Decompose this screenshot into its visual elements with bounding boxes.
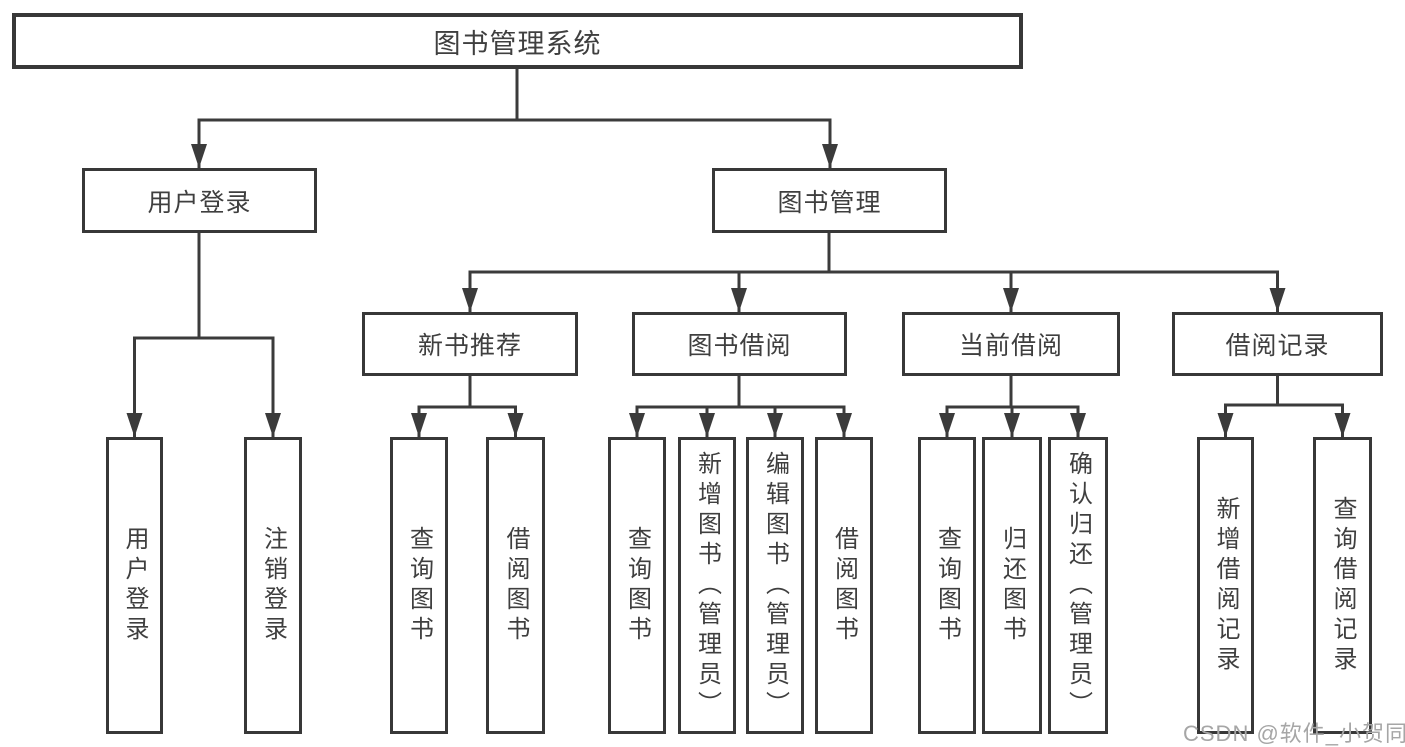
leaf-add-borrow-record: 新增借阅记录 [1197,437,1254,734]
leaf-query-books-borrowing: 查询图书 [608,437,666,734]
connector-records-to-leaves [1224,376,1344,437]
node-current-borrowing: 当前借阅 [902,312,1120,376]
leaf-query-books-current: 查询图书 [918,437,976,734]
leaf-query-borrow-record: 查询借阅记录 [1313,437,1372,734]
leaf-logout: 注销登录 [244,437,302,734]
leaf-return-books: 归还图书 [982,437,1042,734]
leaf-confirm-return-admin: 确认归还（管理员） [1048,437,1108,734]
node-user-login: 用户登录 [82,168,317,233]
node-book-borrowing: 图书借阅 [632,312,847,376]
leaf-add-book-admin: 新增图书（管理员） [678,437,736,734]
connector-userlogin-to-leaves [133,233,275,437]
node-book-management: 图书管理 [712,168,947,233]
leaf-borrow-books-recommend: 借阅图书 [486,437,545,734]
node-library-management-system: 图书管理系统 [12,13,1023,69]
connector-bookmgmt-to-level3 [468,233,1279,312]
node-new-book-recommendation: 新书推荐 [362,312,578,376]
csdn-watermark: CSDN @软件_小贺同学 [1183,721,1405,746]
leaf-borrow-books-borrowing: 借阅图书 [815,437,873,734]
node-borrowing-records: 借阅记录 [1172,312,1383,376]
connector-borrowing-to-leaves [635,376,846,437]
leaf-user-login: 用户登录 [106,437,163,734]
leaf-edit-book-admin: 编辑图书（管理员） [746,437,804,734]
connector-root-to-level2 [197,69,832,168]
connector-newbook-to-leaves [417,376,517,437]
arrowheads [126,144,1351,437]
leaf-query-books-recommend: 查询图书 [390,437,448,734]
